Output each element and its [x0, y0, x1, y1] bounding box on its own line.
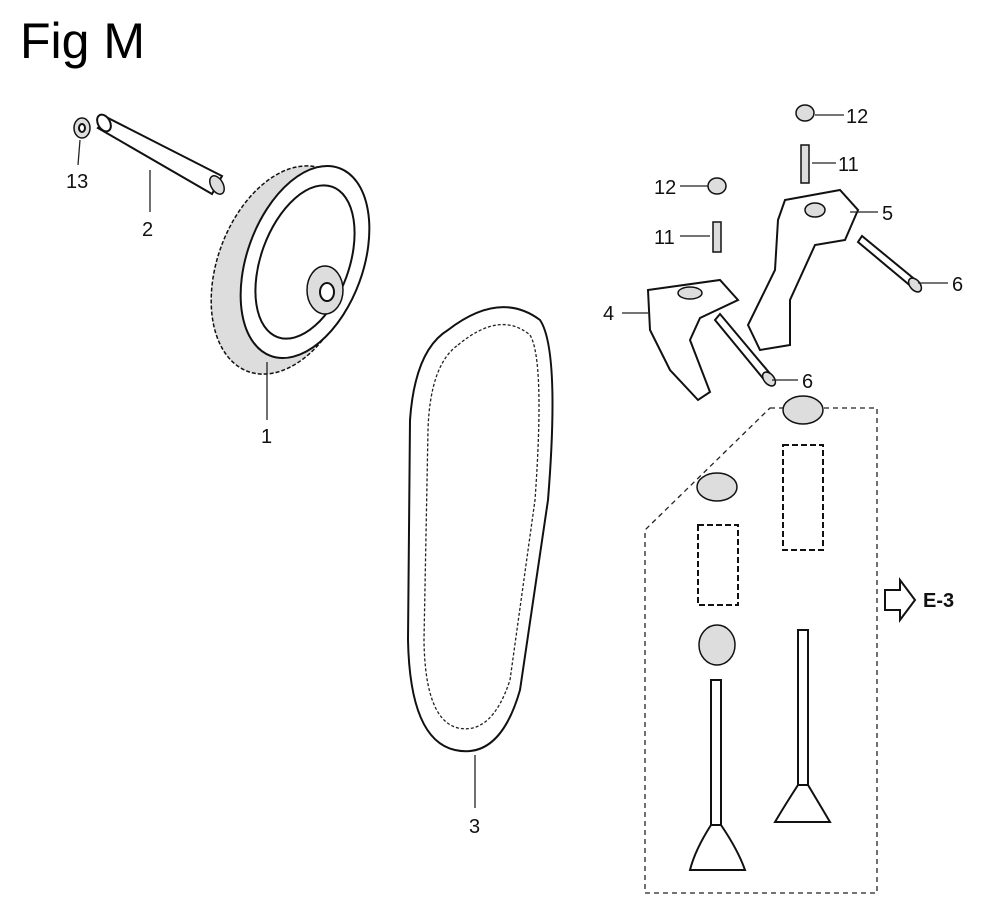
part-13-nut — [73, 117, 91, 139]
reference-arrow-icon — [884, 577, 917, 623]
part-4-rocker-arm — [646, 278, 740, 402]
part-5-rocker-arm — [746, 188, 860, 352]
part-11-stud — [712, 144, 810, 253]
valve-assembly-group — [644, 395, 878, 894]
callout-6: 6 — [802, 371, 813, 393]
callout-11: 11 — [838, 154, 859, 176]
callout-4: 4 — [603, 303, 614, 325]
callout-2: 2 — [142, 219, 153, 241]
callout-11: 11 — [654, 227, 675, 249]
callout-3: 3 — [469, 816, 480, 838]
part-1-cam-gear — [210, 164, 371, 375]
part-6-pin — [856, 234, 923, 293]
callout-12: 12 — [846, 106, 868, 128]
part-12-nut — [707, 104, 815, 195]
callout-5: 5 — [882, 203, 893, 225]
callout-1: 1 — [261, 426, 272, 448]
callout-6: 6 — [952, 274, 963, 296]
part-3-timing-belt — [406, 306, 554, 753]
callout-12: 12 — [654, 177, 676, 199]
figure-title: Fig M — [20, 13, 145, 69]
part-2-shaft — [96, 113, 225, 196]
part-6-pin — [713, 312, 777, 387]
callout-13: 13 — [66, 171, 88, 193]
reference-label-e3: E-3 — [923, 590, 954, 612]
